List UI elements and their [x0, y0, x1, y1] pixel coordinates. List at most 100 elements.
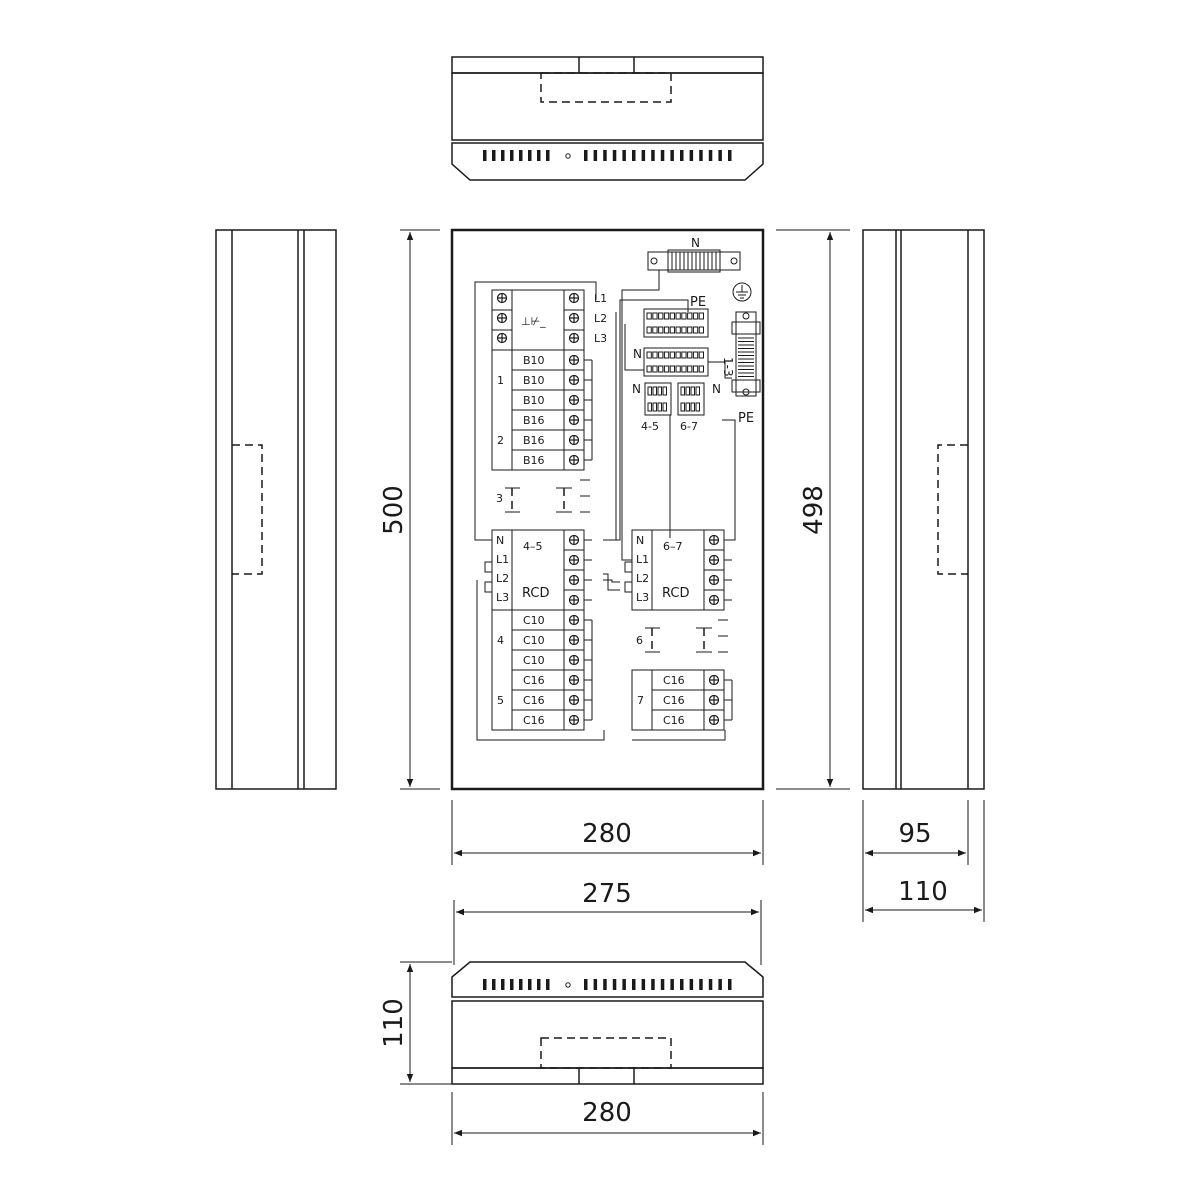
vent-slot — [483, 150, 487, 161]
breaker-group-number: 4 — [497, 634, 504, 647]
n-terminal-block-6-7: N 6-7 — [677, 382, 721, 433]
terminal-slot — [647, 386, 652, 396]
terminal-slot — [698, 351, 705, 359]
vent-slot — [603, 150, 607, 161]
dim-side-height: 498 — [799, 485, 829, 535]
terminal-screw-icon — [568, 374, 580, 386]
terminal-slot — [690, 386, 695, 396]
earth-symbol-icon — [732, 282, 752, 302]
terminal-slot — [681, 326, 687, 334]
terminal-screw-icon — [568, 574, 580, 586]
vent-slot — [593, 979, 598, 990]
switch-symbol: ⊥⊬_ — [521, 315, 546, 328]
vent-slot — [510, 979, 514, 990]
terminal-slot — [646, 351, 652, 359]
vent-slot — [660, 150, 665, 161]
terminal-slot — [692, 312, 699, 320]
terminal-slot — [652, 326, 658, 334]
terminal-screw-icon — [568, 714, 580, 726]
vent-slot — [546, 979, 550, 990]
terminal-screw-icon — [496, 292, 508, 304]
breaker-rating: C10 — [523, 614, 545, 627]
terminal-slot — [681, 312, 687, 320]
vent-slot — [708, 150, 713, 161]
terminal-slot — [658, 312, 664, 320]
terminal-slot — [687, 365, 693, 373]
rcd-input-label: L3 — [636, 591, 649, 604]
vent-slot — [528, 979, 532, 990]
top-view — [451, 56, 764, 181]
ventilation-slots — [483, 150, 732, 161]
vent-slot — [718, 150, 722, 161]
rcd-input-label: L2 — [636, 572, 649, 585]
terminal-slot — [675, 326, 681, 334]
terminal-screw-icon — [568, 534, 580, 546]
group-4-5-label: 4-5 — [641, 420, 659, 433]
rcd-input-label: L2 — [496, 572, 509, 585]
n-busbar-label: N — [691, 236, 700, 250]
left-side-view — [215, 229, 337, 790]
vent-slot — [510, 150, 514, 161]
terminal-slot — [685, 386, 690, 396]
terminal-slot — [675, 312, 681, 320]
rcd-left-title: 4–5 — [523, 540, 543, 553]
terminal-screw-icon — [568, 634, 580, 646]
vent-slot — [689, 150, 694, 161]
terminal-screw-icon — [496, 332, 508, 344]
terminal-screw-icon — [708, 534, 720, 546]
vent-slot — [670, 150, 674, 161]
terminal-slot — [652, 402, 657, 412]
terminal-slot — [680, 402, 685, 412]
right-side-view — [862, 229, 985, 790]
vent-slot — [622, 979, 626, 990]
terminal-slot — [662, 386, 667, 396]
terminal-screw-icon — [568, 594, 580, 606]
terminal-slot — [662, 402, 667, 412]
breaker-group-number: 1 — [497, 374, 504, 387]
terminal-slot — [652, 351, 658, 359]
vent-slot — [728, 150, 732, 161]
terminal-slot — [652, 312, 658, 320]
terminal-slot — [692, 365, 699, 373]
screw-hole — [565, 153, 571, 159]
vent-slot — [708, 979, 713, 990]
terminal-slot — [675, 351, 681, 359]
rcd-input-label: L3 — [496, 591, 509, 604]
vent-slot — [537, 979, 541, 990]
dim-side-depth-total: 110 — [898, 877, 948, 907]
vent-slot — [519, 150, 523, 161]
breaker-rating: C16 — [663, 674, 685, 687]
vent-slot — [632, 150, 636, 161]
terminal-slot — [698, 312, 705, 320]
pe-top-label: PE — [690, 295, 706, 310]
breaker-rating: C16 — [523, 714, 545, 727]
rcd-input-label: L1 — [496, 553, 509, 566]
terminal-slot — [657, 386, 662, 396]
breaker-rating: B16 — [523, 434, 545, 447]
vent-slot — [483, 979, 487, 990]
ventilation-slots — [483, 979, 732, 990]
terminal-screw-icon — [708, 714, 720, 726]
terminal-slot — [663, 351, 670, 359]
vent-slot — [501, 979, 505, 990]
vent-slot — [641, 150, 646, 161]
pe-terminal-block: PE — [643, 295, 709, 338]
n-terminal-block-4-5: N 4-5 — [632, 382, 672, 433]
breaker-rating: B16 — [523, 414, 545, 427]
breaker-rating: C10 — [523, 634, 545, 647]
terminal-screw-icon — [568, 434, 580, 446]
vent-slot — [680, 979, 684, 990]
vent-slot — [660, 979, 665, 990]
terminal-slot — [646, 365, 652, 373]
bottom-view — [451, 961, 764, 1085]
breaker-rating: B10 — [523, 354, 545, 367]
terminal-slot — [646, 312, 652, 320]
breaker-group-number: 7 — [637, 694, 644, 707]
vent-slot — [641, 979, 646, 990]
dimensions: 500 498 280 95 110 275 110 — [379, 229, 985, 1145]
spare-left-label: 3 — [496, 492, 503, 505]
